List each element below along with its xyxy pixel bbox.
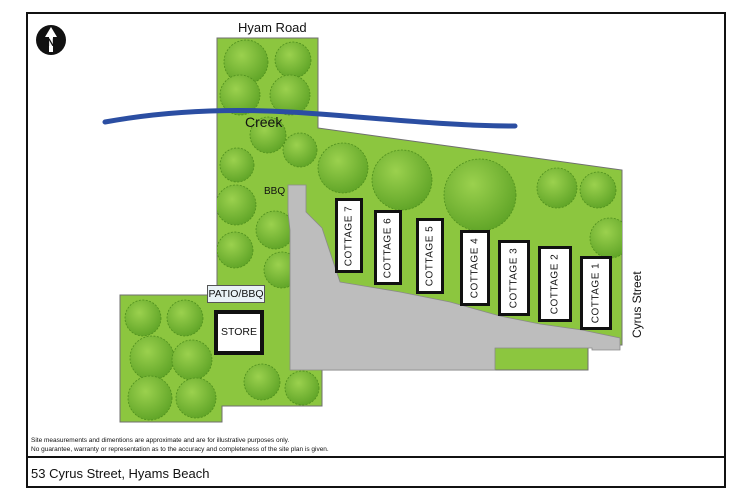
cottage-1: COTTAGE 1 bbox=[580, 256, 612, 330]
patio-bbq-label: PATIO/BBQ bbox=[207, 285, 265, 303]
store-building: STORE bbox=[214, 310, 264, 355]
north-arrow-icon: N bbox=[36, 25, 66, 55]
disclaimer-line-1: Site measurements and dimentions are app… bbox=[31, 437, 290, 444]
north-label: N bbox=[47, 37, 55, 49]
hyam-road-label: Hyam Road bbox=[238, 20, 307, 35]
cottage-label: COTTAGE 4 bbox=[469, 237, 481, 299]
cottage-label: COTTAGE 2 bbox=[549, 253, 561, 315]
cottage-5: COTTAGE 5 bbox=[416, 218, 444, 294]
creek bbox=[102, 107, 518, 129]
cottage-7: COTTAGE 7 bbox=[335, 198, 363, 273]
cottage-label: COTTAGE 7 bbox=[343, 205, 355, 266]
cottage-3: COTTAGE 3 bbox=[498, 240, 530, 316]
cottage-label: COTTAGE 3 bbox=[508, 247, 520, 309]
cyrus-street-label: Cyrus Street bbox=[630, 271, 644, 338]
cottage-label: COTTAGE 6 bbox=[382, 217, 394, 278]
cottage-6: COTTAGE 6 bbox=[374, 210, 402, 285]
tree-canopy bbox=[124, 39, 622, 421]
cottage-label: COTTAGE 1 bbox=[590, 262, 602, 324]
cottage-4: COTTAGE 4 bbox=[460, 230, 490, 306]
cottage-2: COTTAGE 2 bbox=[538, 246, 572, 322]
driveway bbox=[287, 184, 621, 371]
disclaimer: Site measurements and dimentions are app… bbox=[31, 436, 329, 454]
disclaimer-line-2: No guarantee, warranty or representation… bbox=[31, 446, 329, 453]
property-address: 53 Cyrus Street, Hyams Beach bbox=[31, 466, 210, 481]
bbq-label: BBQ bbox=[264, 186, 286, 197]
footer-divider bbox=[26, 456, 726, 458]
creek-label: Creek bbox=[245, 114, 283, 130]
cottage-label: COTTAGE 5 bbox=[424, 225, 436, 287]
